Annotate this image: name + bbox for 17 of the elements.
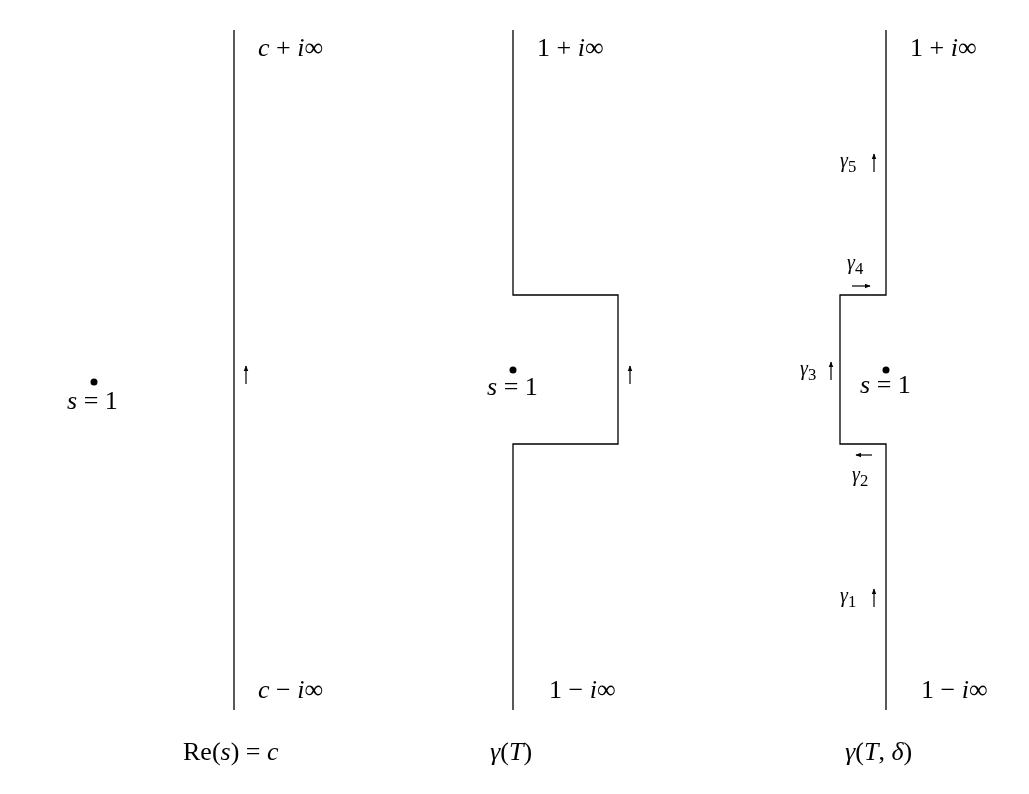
math-label: 1 + i∞ xyxy=(910,33,977,63)
contour-segment-label: γ$_{4}$ xyxy=(847,251,864,279)
contour-segment-label: γ$_{3}$ xyxy=(800,357,817,385)
contour-segment-label: γ$_{5}$ xyxy=(840,149,857,177)
math-label: c − i∞ xyxy=(258,675,323,705)
math-label: s = 1 xyxy=(487,372,538,402)
math-label: 1 − i∞ xyxy=(549,675,616,705)
math-label: 1 − i∞ xyxy=(921,675,988,705)
math-label: 1 + i∞ xyxy=(537,33,604,63)
math-label: γ(T, δ) xyxy=(845,737,913,767)
contour-segment-label: γ$_{1}$ xyxy=(840,584,857,612)
math-label: c + i∞ xyxy=(258,33,323,63)
math-label: s = 1 xyxy=(67,386,118,416)
contour-segment-label: γ$_{2}$ xyxy=(852,463,869,491)
math-label: γ(T) xyxy=(490,737,533,767)
math-label: Re(s) = c xyxy=(183,737,279,767)
math-label: s = 1 xyxy=(860,370,911,400)
